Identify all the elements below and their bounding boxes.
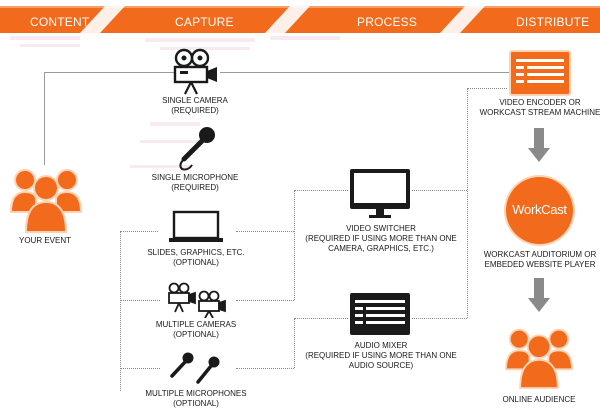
decorative-stripe xyxy=(10,36,80,40)
video-switcher-requirement-cont: CAMERA, GRAPHICS, ETC.) xyxy=(328,244,434,253)
multiple-cameras-label: MULTIPLE CAMERAS xyxy=(155,320,237,329)
connector-line xyxy=(294,190,295,300)
connector-line xyxy=(236,300,294,301)
multiple-microphones-caption: MULTIPLE MICROPHONES (OPTIONAL) xyxy=(136,389,256,409)
slides-label: SLIDES, GRAPHICS, ETC. xyxy=(147,248,245,257)
stage-label-process: PROCESS xyxy=(357,15,418,29)
multiple-microphones-label: MULTIPLE MICROPHONES xyxy=(145,389,247,398)
connector-line xyxy=(220,72,510,73)
decorative-stripe xyxy=(140,140,200,143)
decorative-stripe xyxy=(270,36,340,40)
workcast-logo-icon xyxy=(506,177,573,244)
single-microphone-caption: SINGLE MICROPHONE (REQUIRED) xyxy=(140,173,250,193)
down-arrow-icon xyxy=(528,278,550,312)
stage-header-bar xyxy=(0,0,600,33)
workcast-auditorium-label: WORKCAST AUDITORIUM OR xyxy=(483,250,597,259)
connector-line xyxy=(44,72,176,73)
audio-mixer-caption: AUDIO MIXER (REQUIRED IF USING MORE THAN… xyxy=(300,341,462,371)
audio-mixer-label: AUDIO MIXER xyxy=(354,341,408,350)
video-switcher-requirement: (REQUIRED IF USING MORE THAN ONE xyxy=(305,234,457,243)
encoder-icon xyxy=(509,50,571,96)
audio-mixer-icon xyxy=(350,293,410,335)
connector-line xyxy=(294,190,348,191)
multiple-microphones-requirement: (OPTIONAL) xyxy=(173,399,219,408)
single-microphone-label: SINGLE MICROPHONE xyxy=(151,173,239,182)
video-encoder-label-cont: WORKCAST STREAM MACHINE xyxy=(479,108,600,117)
connector-line xyxy=(120,231,121,391)
connector-line xyxy=(120,300,160,301)
workcast-logo-text: WorkCast xyxy=(512,202,567,217)
connector-line xyxy=(412,318,467,319)
stage-label-content: CONTENT xyxy=(30,15,90,29)
decorative-stripe xyxy=(130,165,190,168)
video-switcher-caption: VIDEO SWITCHER (REQUIRED IF USING MORE T… xyxy=(300,224,462,254)
video-camera-icon xyxy=(173,48,217,95)
connector-line xyxy=(294,318,348,319)
online-audience-icon xyxy=(505,328,573,390)
audio-mixer-requirement: (REQUIRED IF USING MORE THAN ONE xyxy=(305,351,457,360)
connector-line xyxy=(236,231,294,232)
connector-line xyxy=(120,368,160,369)
video-encoder-label: VIDEO ENCODER OR xyxy=(499,98,581,107)
connector-line xyxy=(236,368,294,369)
decorative-stripe xyxy=(145,38,255,42)
connector-line xyxy=(120,231,158,232)
workcast-auditorium-caption: WORKCAST AUDITORIUM OR EMBEDED WEBSITE P… xyxy=(478,250,600,270)
down-arrow-icon xyxy=(528,128,550,162)
single-camera-caption: SINGLE CAMERA (REQUIRED) xyxy=(140,96,250,116)
connector-line xyxy=(412,190,467,191)
single-microphone-requirement: (REQUIRED) xyxy=(171,183,219,192)
video-encoder-caption: VIDEO ENCODER OR WORKCAST STREAM MACHINE xyxy=(478,98,600,118)
connector-line xyxy=(294,318,295,368)
multiple-cameras-requirement: (OPTIONAL) xyxy=(173,330,219,339)
workcast-auditorium-label-cont: EMBEDED WEBSITE PLAYER xyxy=(484,260,596,269)
connector-line xyxy=(467,88,468,318)
single-camera-label: SINGLE CAMERA xyxy=(162,96,228,105)
decorative-stripe xyxy=(20,44,80,47)
multiple-cameras-caption: MULTIPLE CAMERAS (OPTIONAL) xyxy=(140,320,252,340)
connector-line xyxy=(44,72,45,165)
online-audience-caption: ONLINE AUDIENCE xyxy=(502,395,576,404)
stage-label-distribute: DISTRIBUTE xyxy=(516,15,590,29)
laptop-icon xyxy=(169,210,223,242)
connector-line xyxy=(467,88,507,89)
decorative-stripe xyxy=(160,47,250,50)
microphone-icon xyxy=(179,127,215,171)
your-event-caption: YOUR EVENT xyxy=(18,236,71,245)
audio-mixer-requirement-cont: AUDIO SOURCE) xyxy=(348,361,414,370)
audience-icon xyxy=(10,169,82,233)
slides-caption: SLIDES, GRAPHICS, ETC. (OPTIONAL) xyxy=(140,248,252,268)
slides-requirement: (OPTIONAL) xyxy=(173,258,219,267)
decorative-stripe xyxy=(150,122,200,126)
multiple-cameras-icon xyxy=(168,282,226,318)
stage-label-capture: CAPTURE xyxy=(175,15,234,29)
video-switcher-label: VIDEO SWITCHER xyxy=(346,224,416,233)
single-camera-requirement: (REQUIRED) xyxy=(171,106,219,115)
monitor-icon xyxy=(350,169,410,218)
multiple-microphones-icon xyxy=(170,352,220,384)
